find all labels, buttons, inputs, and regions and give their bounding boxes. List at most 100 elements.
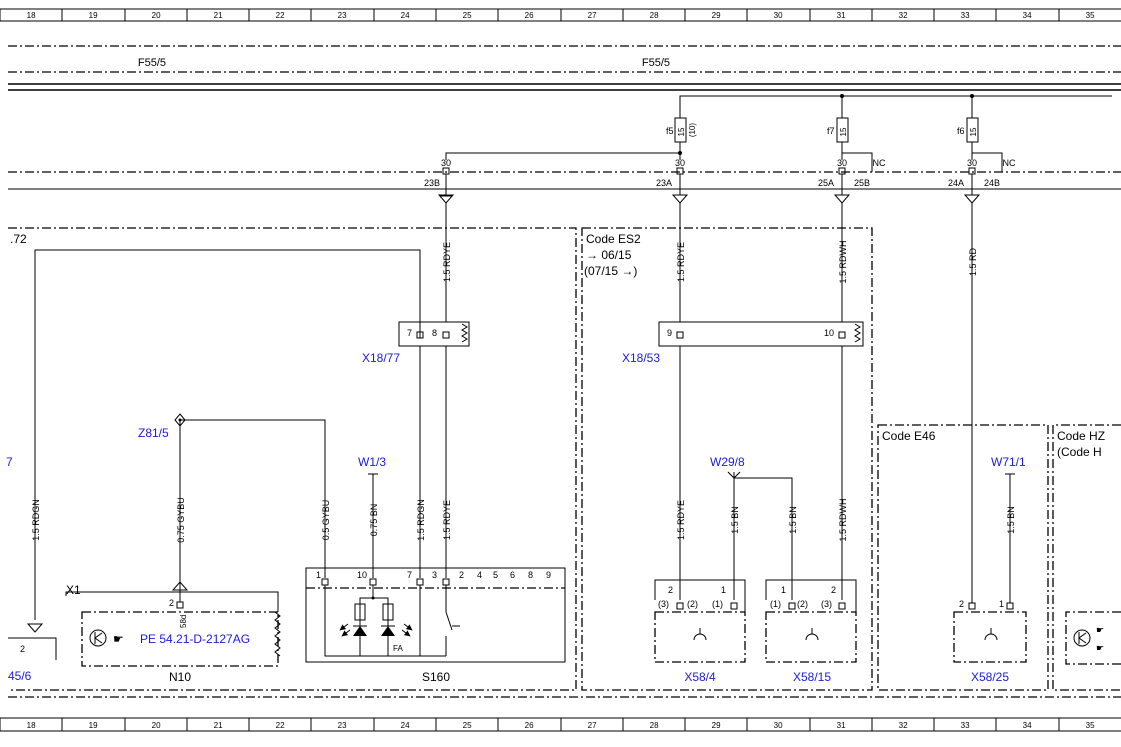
- pin-label-25b: 25B: [854, 178, 870, 188]
- x18-53-pin-10: 10: [824, 328, 834, 338]
- ruler-column-label: 33: [961, 11, 970, 20]
- n10-pin-58d: 58d: [179, 615, 188, 628]
- component-s160: S160: [422, 670, 450, 684]
- ruler-column-label: 18: [27, 11, 36, 20]
- pin-label-25a: 25A: [818, 178, 834, 188]
- code-hz-label-2: (Code H: [1057, 445, 1102, 459]
- wire-label: 0.75 BN: [369, 504, 379, 537]
- fuse-f5-name: f5: [666, 126, 674, 136]
- wire-label: 1.5 RD: [968, 247, 978, 276]
- link-45-6[interactable]: 45/6: [8, 669, 32, 683]
- wire-rdgn-loop: [34, 249, 421, 620]
- n10-pin-2: 2: [169, 598, 174, 608]
- ruler-column-label: 26: [525, 721, 534, 730]
- terminal-30-label: 30: [967, 158, 977, 168]
- ruler-column-label: 31: [837, 11, 846, 20]
- s160-pin-5: 5: [493, 570, 498, 580]
- wire-label: 1.5 BN: [1006, 506, 1016, 534]
- link-w71-1[interactable]: W71/1: [991, 455, 1026, 469]
- x58-4-pin-2: 2: [668, 585, 673, 595]
- ruler-column-label: 31: [837, 721, 846, 730]
- wire-label: 1.5 RDYE: [676, 500, 686, 540]
- ruler-column-label: 28: [650, 721, 659, 730]
- hand-pointer-icon: ☛: [113, 632, 124, 646]
- link-z81-5[interactable]: Z81/5: [138, 426, 169, 440]
- ruler-column-label: 34: [1023, 721, 1032, 730]
- pin-label-24b: 24B: [984, 178, 1000, 188]
- connector-x18-53: [658, 321, 864, 347]
- link-pe-54-21[interactable]: PE 54.21-D-2127AG: [140, 632, 250, 646]
- terminal-30-label: 30: [441, 158, 451, 168]
- link-partial-left: 7: [6, 455, 13, 469]
- fuse-block-label-right: F55/5: [642, 57, 670, 69]
- ruler-column-label: 30: [774, 721, 783, 730]
- pin-label-24a: 24A: [948, 178, 964, 188]
- s160-pin-2: 2: [459, 570, 464, 580]
- x58-4-pin-1p: (1): [712, 599, 723, 609]
- x58-4-pin-1: 1: [721, 585, 726, 595]
- link-x58-15[interactable]: X58/15: [793, 670, 831, 684]
- ruler-column-label: 29: [712, 11, 721, 20]
- fuse-f7: f7 15: [827, 117, 849, 160]
- ruler-column-label: 28: [650, 11, 659, 20]
- link-w1-3[interactable]: W1/3: [358, 455, 386, 469]
- hz-module: ☛ ☛: [1065, 611, 1121, 665]
- s160-fa-label: FA: [393, 644, 403, 653]
- ruler-column-label: 22: [276, 721, 285, 730]
- fuse-f7-rating: 15: [839, 127, 848, 136]
- x58-15-pin-2p: (2): [797, 599, 808, 609]
- ruler-column-label: 25: [463, 11, 472, 20]
- left-area-label: .72: [10, 232, 27, 246]
- ruler-column-label: 27: [588, 11, 597, 20]
- terminal-30-label: 30: [837, 158, 847, 168]
- terminal-30-label: 30: [675, 158, 685, 168]
- link-w29-8[interactable]: W29/8: [710, 455, 745, 469]
- wire-label: 1.5 RDWH: [838, 498, 848, 541]
- fuse-block-label-left: F55/5: [138, 57, 166, 69]
- ruler-column-label: 32: [899, 11, 908, 20]
- ruler-column-label: 21: [214, 11, 223, 20]
- svg-text:☛: ☛: [1096, 643, 1104, 653]
- wire-label: 1.5 RDGN: [416, 499, 426, 541]
- ruler-column-label: 23: [338, 11, 347, 20]
- link-x58-25[interactable]: X58/25: [971, 670, 1009, 684]
- code-hz-label: Code HZ: [1057, 429, 1105, 443]
- x1-label: X1: [66, 583, 81, 597]
- wire-label: 0.75 GYBU: [176, 497, 186, 543]
- x18-53-pin-9: 9: [667, 328, 672, 338]
- x58-15-pin-2: 2: [831, 585, 836, 595]
- link-x58-4[interactable]: X58/4: [684, 670, 716, 684]
- pin-label-23a: 23A: [656, 178, 672, 188]
- wire-label: 1.5 BN: [788, 506, 798, 534]
- n-pin-2: 2: [20, 644, 25, 654]
- fuse-f6: f6 15: [957, 117, 979, 160]
- splice-z81-5: [174, 413, 186, 427]
- fuse-f5-extra: (10): [688, 123, 697, 138]
- ruler-column-label: 27: [588, 721, 597, 730]
- plug-connectors: [437, 189, 981, 204]
- component-n10: N10: [169, 670, 191, 684]
- ruler-column-label: 35: [1086, 11, 1095, 20]
- x58-15-pin-1p: (1): [770, 599, 781, 609]
- code-es2-label: Code ES2: [586, 232, 641, 246]
- link-x18-77[interactable]: X18/77: [362, 351, 400, 365]
- terminal-pins: [442, 160, 1003, 189]
- ruler-column-label: 35: [1086, 721, 1095, 730]
- code-hz-boundary: [1052, 424, 1121, 691]
- x58-15-pin-1: 1: [781, 585, 786, 595]
- wire-label: 1.5 BN: [730, 506, 740, 534]
- wire-gybu-05: [180, 419, 326, 578]
- socket-x58-4: [654, 579, 746, 663]
- wire-label: 0.5 GYBU: [321, 500, 331, 541]
- s160-pin-9: 9: [546, 570, 551, 580]
- terminal-nc-label: NC: [873, 158, 886, 168]
- ruler-column-label: 24: [401, 11, 410, 20]
- ruler-column-label: 20: [152, 11, 161, 20]
- x18-77-pin-7: 7: [407, 328, 412, 338]
- left-area-boundary: [8, 227, 577, 691]
- wire-label: 1.5 RDYE: [442, 242, 452, 282]
- x58-25-pin-1: 1: [999, 599, 1004, 609]
- s160-pin-1: 1: [316, 570, 321, 580]
- link-x18-53[interactable]: X18/53: [622, 351, 660, 365]
